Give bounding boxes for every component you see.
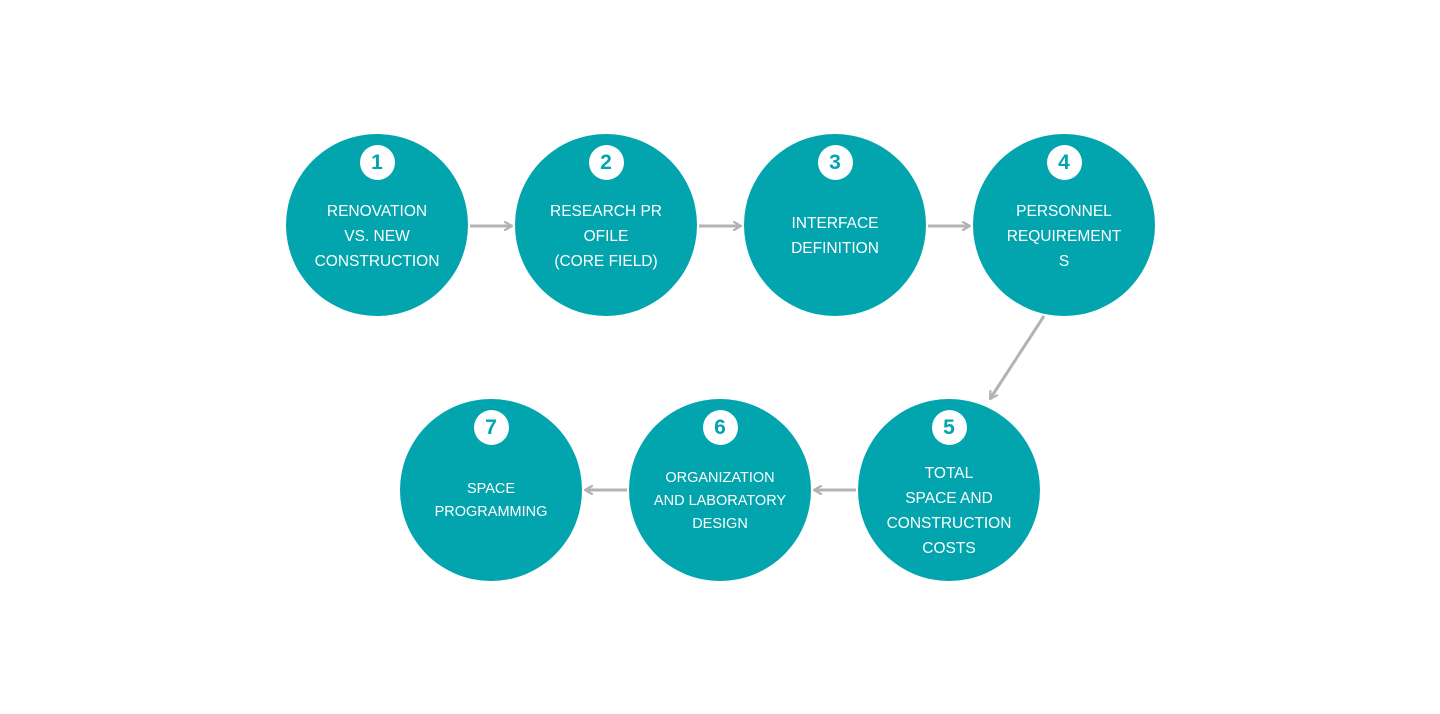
step-6-number-badge: 6	[702, 410, 738, 445]
step-4-circle: 4 PERSONNEL REQUIREMENT S	[973, 134, 1155, 316]
step-1-circle: 1 RENOVATION VS. NEW CONSTRUCTION	[286, 134, 468, 316]
step-3-number-badge: 3	[817, 145, 853, 180]
step-5-number-badge: 5	[931, 410, 967, 445]
step-1-label: RENOVATION VS. NEW CONSTRUCTION	[314, 202, 440, 270]
step-2-label: RESEARCH PR OFILE (CORE FIELD)	[550, 202, 662, 270]
step-5-label: TOTAL SPACE AND CONSTRUCTION COSTS	[886, 465, 1012, 557]
step-4-label: PERSONNEL REQUIREMENT S	[1006, 202, 1122, 270]
step-3-label: INTERFACE DEFINITION	[791, 215, 879, 257]
step-7-number-badge: 7	[473, 410, 509, 445]
step-4-number-badge: 4	[1046, 145, 1082, 180]
arrow-step4-to-step5	[988, 315, 1046, 399]
step-3-circle: 3 INTERFACE DEFINITION	[744, 134, 926, 316]
step-5-circle: 5 TOTAL SPACE AND CONSTRUCTION COSTS	[858, 399, 1040, 581]
step-7-circle: 7 SPACE PROGRAMMING	[400, 399, 582, 581]
step-6-label: ORGANIZATION AND LABORATORY DESIGN	[653, 469, 787, 532]
step-6-circle: 6 ORGANIZATION AND LABORATORY DESIGN	[629, 399, 811, 581]
step-1-number-badge: 1	[359, 145, 395, 180]
step-2-number-badge: 2	[588, 145, 624, 180]
step-2-circle: 2 RESEARCH PR OFILE (CORE FIELD)	[515, 134, 697, 316]
step-7-label: SPACE PROGRAMMING	[434, 481, 548, 520]
